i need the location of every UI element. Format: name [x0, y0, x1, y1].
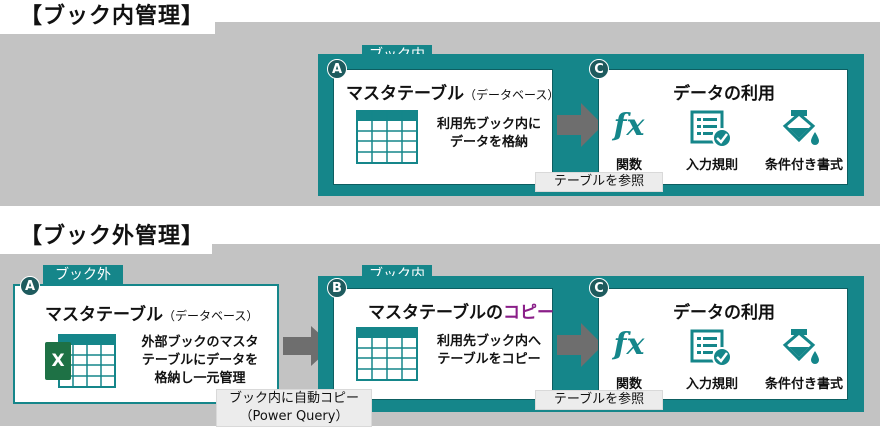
validation-label: 入力規則: [685, 158, 738, 173]
master-table-title: マスタテーブル（データベース）: [45, 305, 259, 325]
data-usage-title: データの利用: [673, 303, 775, 323]
excel-file-icon: X: [45, 334, 117, 392]
badge-b: B: [327, 278, 347, 298]
validation-label: 入力規則: [685, 377, 738, 392]
external-description: 外部ブックのマスタ テーブルにデータを 格納し一元管理: [141, 335, 259, 386]
table-copy-title: マスタテーブルのコピー: [368, 303, 554, 323]
master-table-title: マスタテーブル（データベース）: [346, 84, 560, 104]
function-label: 関数: [615, 158, 642, 173]
table-reference-label: テーブルを参照: [535, 172, 663, 192]
table-reference-label: テーブルを参照: [535, 390, 663, 410]
table-icon: [356, 110, 418, 168]
table-copy-card: マスタテーブルのコピー 利用先ブック内へ テーブルをコピー: [333, 288, 554, 400]
top-master-table-card: マスタテーブル（データベース） 利用先ブック内に データを格納: [333, 69, 559, 185]
flow-arrow-icon: [557, 103, 603, 151]
external-master-table-card: マスタテーブル（データベース） X 外部ブックのマスタ テーブルにデータを 格納…: [13, 284, 279, 404]
function-fx-icon: fx: [613, 327, 645, 362]
badge-a: A: [20, 276, 40, 296]
conditional-format-icon: [781, 327, 821, 373]
function-label: 関数: [615, 377, 642, 392]
conditional-format-label: 条件付き書式: [764, 377, 843, 392]
conditional-format-icon: [781, 108, 821, 154]
auto-copy-label: ブック内に自動コピー （Power Query）: [216, 389, 372, 427]
badge-a: A: [327, 59, 347, 79]
conditional-format-label: 条件付き書式: [764, 158, 843, 173]
bottom-data-usage-card: データの利用 fx 関数 入力規則 条件付き書式: [598, 288, 848, 400]
data-usage-title: データの利用: [673, 84, 775, 104]
badge-c: C: [589, 59, 609, 79]
table-icon: [356, 327, 418, 385]
data-validation-icon: [690, 110, 732, 152]
top-data-usage-card: データの利用 fx 関数 入力規則 条件付き書式: [598, 69, 848, 185]
badge-c: C: [589, 278, 609, 298]
excel-letter: X: [51, 351, 65, 371]
flow-arrow-icon: [557, 323, 603, 371]
data-validation-icon: [690, 329, 732, 371]
master-table-description: 利用先ブック内に データを格納: [436, 117, 541, 150]
bottom-section-title: 【ブック外管理】: [0, 220, 212, 254]
external-book-tab: ブック外: [43, 265, 123, 285]
table-copy-description: 利用先ブック内へ テーブルをコピー: [436, 334, 541, 367]
function-fx-icon: fx: [613, 108, 645, 143]
top-section-title: 【ブック内管理】: [0, 0, 215, 34]
